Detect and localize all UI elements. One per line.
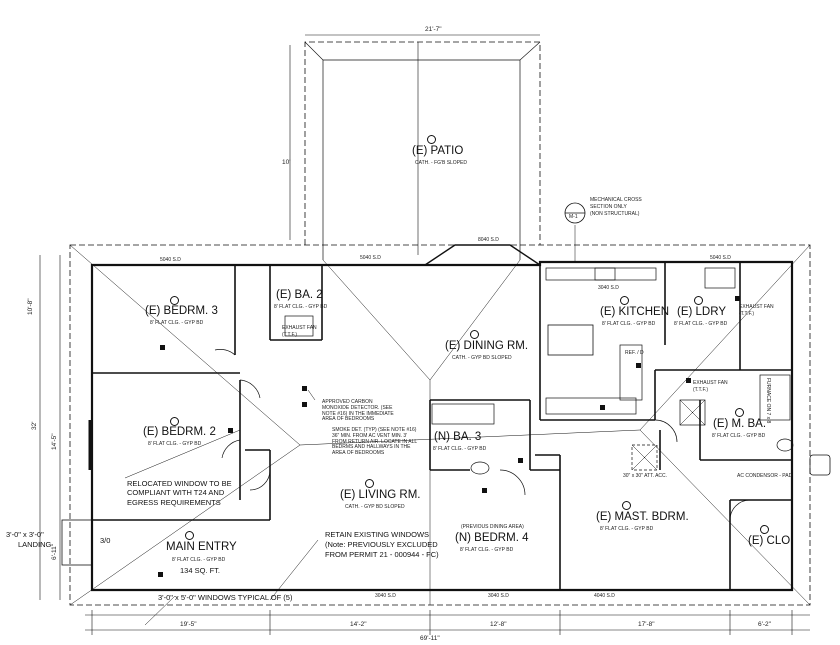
window-tag: 8040 S.D	[478, 237, 499, 243]
dim-bottom-1: 19'-5"	[180, 621, 197, 628]
room-bedrm3-name: (E) BEDRM. 3	[145, 305, 218, 317]
note-exhaust-fan-ba2: EXHAUST FAN	[282, 325, 317, 331]
dim-top: 21'-7"	[425, 26, 442, 33]
room-living-name: (E) LIVING RM.	[340, 489, 421, 501]
note-attic-access: 30" x 30" ATT. ACC.	[623, 473, 668, 479]
room-entry-name: MAIN ENTRY	[166, 541, 237, 553]
room-kitchen-ceiling: 8' FLAT CLG. - GYP BD	[602, 321, 656, 327]
section-ref-tag: M-1	[569, 214, 578, 220]
room-entry-area: 134 SQ. FT.	[180, 566, 221, 575]
window-tag: 3040 S.D	[375, 593, 396, 599]
room-bedrm3-ceiling: 8' FLAT CLG. - GYP BD	[150, 320, 204, 326]
room-ba3-ceiling: 8' FLAT CLG. - GYP BD	[433, 446, 487, 452]
dim-bottom-2: 14'-2"	[350, 621, 367, 628]
note-relocated-window: RELOCATED WINDOW TO BE COMPLIANT WITH T2…	[127, 479, 232, 507]
note-co-detector: APPROVED CARBON MONOXIDE DETECTOR. (SEE …	[322, 399, 394, 423]
note-retain-2: (Note: PREVIOUSLY EXCLUDED	[325, 540, 438, 549]
dim-total: 69'-11"	[420, 635, 440, 642]
window-tag: 3040 S.D	[488, 593, 509, 599]
note-mech-3: (NON STRUCTURAL)	[590, 211, 640, 217]
ref-circle-icon	[185, 531, 194, 540]
dim-left-total: 32'	[31, 421, 38, 430]
dim-bottom-5: 6'-2"	[758, 621, 771, 628]
room-mast-name: (E) MAST. BDRM.	[596, 511, 689, 523]
room-kitchen-name: (E) KITCHEN	[600, 306, 669, 318]
dim-left-lower: 6'-11"	[51, 543, 58, 560]
room-mast-ceiling: 8' FLAT CLG. - GYP BD	[600, 526, 654, 532]
room-bedrm4-name: (N) BEDRM. 4	[455, 532, 529, 544]
room-bedrm4-previous: (PREVIOUS DINING AREA)	[461, 524, 524, 530]
note-exhaust-fan-ldry-ttf: (T.T.F.)	[739, 311, 754, 317]
note-retain-3: FROM PERMIT 21 - 000944 - FC)	[325, 550, 439, 559]
ref-circle-icon	[427, 135, 436, 144]
room-mba-name: (E) M. BA.	[713, 418, 767, 430]
room-ba2-name: (E) BA. 2	[276, 289, 323, 301]
room-dining-ceiling: CATH. - GYP BD SLOPED	[452, 355, 512, 361]
room-ba3-name: (N) BA. 3	[434, 431, 482, 443]
room-bedrm2-name: (E) BEDRM. 2	[143, 426, 216, 438]
ref-circle-icon	[760, 525, 769, 534]
note-mech-1: MECHANICAL CROSS	[590, 197, 642, 203]
note-smoke-detector: SMOKE DET. (TYP) (SEE NOTE #16) 36" MIN.…	[332, 427, 418, 456]
note-door-30: 3/0	[100, 536, 111, 545]
dim-patio-side: 10'	[282, 159, 291, 166]
ref-circle-icon	[622, 501, 631, 510]
ref-circle-icon	[170, 296, 179, 305]
window-tag: 5040 S.D	[160, 257, 181, 263]
note-exhaust-fan-ba2-ttf: (T.T.F.)	[282, 332, 297, 338]
note-retain-1: RETAIN EXISTING WINDOWS	[325, 530, 430, 539]
room-mba-ceiling: 8' FLAT CLG. - GYP BD	[712, 433, 766, 439]
ref-circle-icon	[470, 330, 479, 339]
room-entry-ceiling: 8' FLAT CLG. - GYP BD	[172, 557, 226, 563]
note-ac-condenser: AC CONDENSOR - PAD	[737, 473, 793, 479]
room-patio-ceiling: CATH. - FG'B SLOPED	[415, 160, 467, 166]
room-ldry-name: (E) LDRY	[677, 306, 726, 318]
room-clo-name: (E) CLO.	[748, 535, 794, 547]
note-furnace: FURNACE ON 7 x 8	[765, 378, 771, 424]
dim-bottom-4: 17'-8"	[638, 621, 655, 628]
ref-circle-icon	[694, 296, 703, 305]
note-mech-2: SECTION ONLY	[590, 204, 627, 210]
window-tag: 3040 S.D	[598, 285, 619, 291]
room-living-ceiling: CATH. - GYP BD SLOPED	[345, 504, 405, 510]
dim-bottom-3: 12'-8"	[490, 621, 507, 628]
room-bedrm4-ceiling: 8' FLAT CLG. - GYP BD	[460, 547, 514, 553]
ref-circle-icon	[620, 296, 629, 305]
room-dining-name: (E) DINING RM.	[445, 340, 529, 352]
dim-left-mid: 14'-5"	[51, 433, 58, 450]
note-ref: REF. / D	[625, 350, 644, 356]
room-ba2-ceiling: 8' FLAT CLG. - GYP BD	[274, 304, 328, 310]
dim-left-upper: 10'-8"	[27, 298, 34, 315]
window-tag: 5040 S.D	[710, 255, 731, 261]
note-windows-typical: 3'-0" x 5'-0" WINDOWS TYPICAL OF (5)	[158, 593, 293, 602]
ref-circle-icon	[170, 417, 179, 426]
ref-circle-icon	[735, 408, 744, 417]
room-ldry-ceiling: 8' FLAT CLG. - GYP BD	[674, 321, 728, 327]
room-patio-name: (E) PATIO	[412, 145, 464, 157]
window-tag: 5040 S.D	[360, 255, 381, 261]
room-bedrm2-ceiling: 8' FLAT CLG. - GYP BD	[148, 441, 202, 447]
note-exhaust-fan-ldry: EXHAUST FAN	[739, 304, 774, 310]
note-landing-1: 3'-0" x 3'-0"	[6, 530, 44, 539]
ref-circle-icon	[365, 479, 374, 488]
note-exhaust-fan-mba: EXHAUST FAN	[693, 380, 728, 386]
window-tag: 4040 S.D	[594, 593, 615, 599]
note-exhaust-fan-mba-ttf: (T.T.F.)	[693, 387, 708, 393]
note-landing-2: LANDING	[18, 540, 52, 549]
